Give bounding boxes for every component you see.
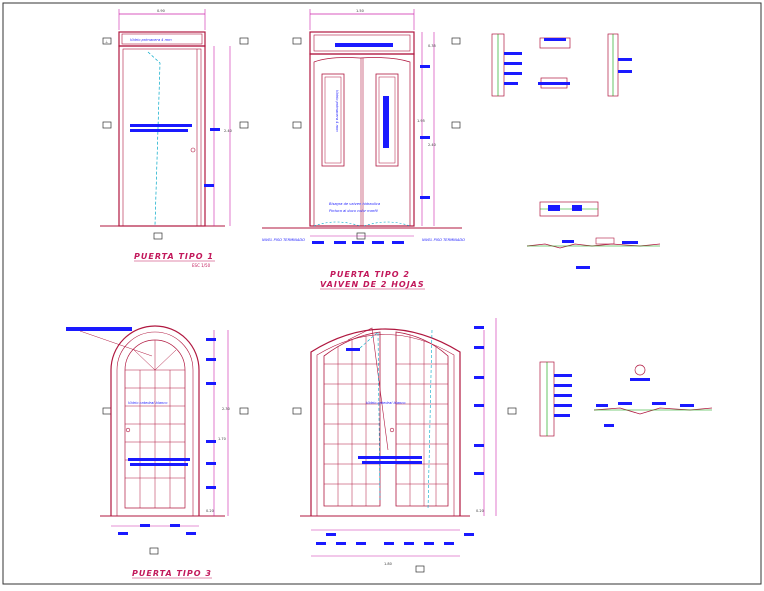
door2-width-dim: 1.50 [356,9,364,13]
svg-text:⊥: ⊥ [105,40,108,44]
door2-title-2: VAIVEN DE 2 HOJAS [320,280,425,289]
door2-title-1: PUERTA TIPO 2 [330,270,410,279]
door-type-4: Vidrio catedral blanco 0.20 1.80 [292,318,517,573]
door4-glass-note: Vidrio catedral blanco [366,401,406,405]
door2-top-dim: 0.35 [428,44,436,48]
door3-title: PUERTA TIPO 3 [132,569,212,578]
door2-mid-dim: 1.95 [417,119,425,123]
section-details-top [491,33,661,269]
door-type-2: 1.50 Vidrio primavera 4 mm Bisagra de va… [262,9,465,290]
door2-level-right: NIVEL PISO TERMINADO [422,238,465,242]
door1-scale: ESC 1/50 [192,263,211,268]
door2-hinge-note-1: Bisagra de vaiven hidraulica [329,202,380,206]
door2-hinge-note-2: Pintura al duco color marfil [329,209,378,213]
door3-lower-dim: 1.70 [218,437,226,441]
door4-width-dim: 1.80 [384,562,392,566]
door1-glass-note: Vidrio primavera 4 mm [130,38,172,42]
door2-height-dim: 2.40 [428,143,436,147]
door3-height-dim: 2.30 [222,407,230,411]
door-type-1: 0.90 ⊥ Vidrio primavera 4 mm 2.40 PUERTA… [100,9,249,268]
door2-leaf-note: Vidrio primavera 4 mm [335,90,339,132]
door1-height-dim: 2.40 [224,129,232,133]
section-details-bottom [539,361,713,437]
door1-width-dim: 0.90 [157,9,165,13]
door4-base-dim: 0.20 [476,509,484,513]
door1-title: PUERTA TIPO 1 [134,252,214,261]
door3-glass-note: Vidrio catedral blanco [128,401,168,405]
door3-base-dim: 0.20 [206,509,214,513]
door2-level-left: NIVEL PISO TERMINADO [262,238,305,242]
door-type-3: Vidrio catedral blanco 2.30 1.70 0.20 PU… [66,325,249,579]
